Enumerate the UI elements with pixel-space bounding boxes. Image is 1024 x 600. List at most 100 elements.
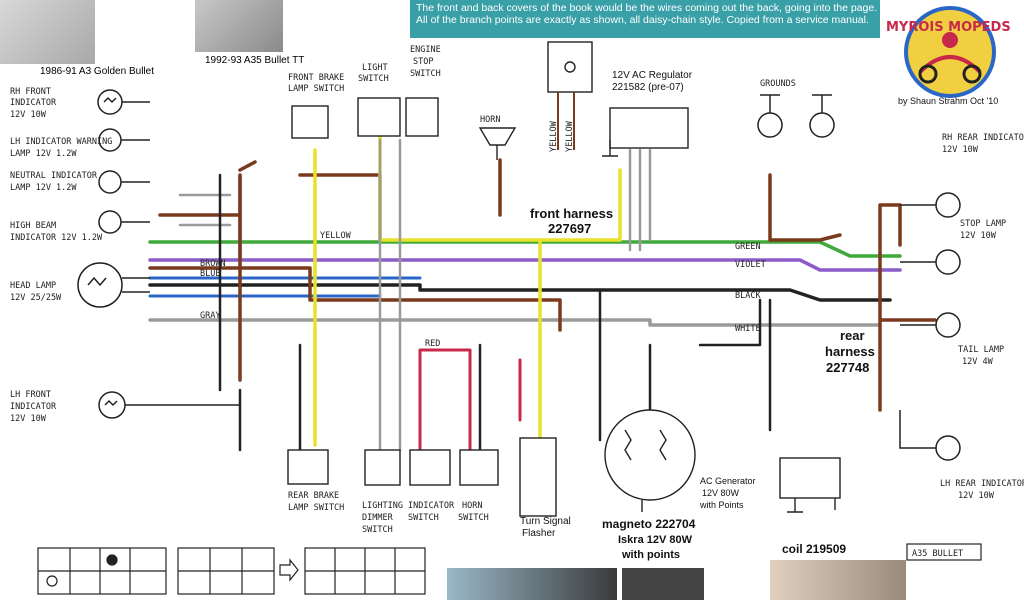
neutral-lamp (98, 170, 150, 194)
tag-green: GREEN (735, 242, 761, 252)
wire-reg (628, 148, 652, 252)
lh-front-indicator-lamp (98, 391, 240, 419)
photo-golden-bullet (0, 0, 95, 64)
neutral-label-2: LAMP 12V 1.2W (10, 183, 77, 193)
wire-black-bus (148, 283, 892, 302)
ac-gen-label-3: with Points (699, 500, 744, 510)
lh-front-label-2: INDICATOR (10, 402, 57, 412)
tag-yellow: YELLOW (320, 231, 352, 241)
warning-lamp (98, 128, 150, 152)
rear-brake-label-2: LAMP SWITCH (288, 503, 344, 513)
wire-violet (148, 174, 902, 272)
front-brake-label-2: LAMP SWITCH (288, 84, 344, 94)
lh-rear-indicator-lamp (899, 410, 961, 461)
regulator-box (609, 107, 689, 149)
wire-yellow (313, 128, 622, 447)
indicator-switch-label-2: SWITCH (408, 513, 439, 523)
tag-black: BLACK (735, 291, 761, 301)
rh-rear-indicator-lamp (900, 192, 961, 218)
tail-lamp-label-1: TAIL LAMP (958, 345, 1004, 355)
lh-rear-label-2: 12V 10W (958, 491, 995, 501)
tag-violet: VIOLET (735, 260, 766, 270)
wire-green (148, 240, 902, 258)
engine-stop-switch-box (405, 97, 439, 137)
neutral-label-1: NEUTRAL INDICATOR (10, 171, 98, 181)
head-lamp-label-1: HEAD LAMP (10, 281, 56, 291)
stop-lamp (900, 249, 961, 275)
mopeds-logo: MYROIS MOPEDS by Shaun Strahm Oct '10 (880, 2, 1020, 110)
photo-bullet-tt (195, 0, 283, 52)
coil-box (779, 457, 841, 499)
wire-gray-feeders (178, 138, 402, 452)
rh-rear-label-1: RH REAR INDICATOR (942, 133, 1024, 143)
magneto-label-1: magneto 222704 (602, 517, 696, 531)
flasher-label-1: Turn Signal (520, 516, 571, 527)
tag-blue: BLUE (200, 269, 220, 279)
high-beam-label-2: INDICATOR 12V 1.2W (10, 233, 103, 243)
logo-author: by Shaun Strahm Oct '10 (898, 96, 999, 106)
engine-stop-label-1: ENGINE (410, 45, 441, 55)
horn-switch-label-2: SWITCH (458, 513, 489, 523)
rear-harness-label-3: 227748 (826, 360, 869, 375)
components (287, 41, 841, 517)
wire-brown-1 (148, 160, 562, 382)
ac-gen-label-1: AC Generator (700, 476, 756, 486)
lighting-dimmer-switch-box (364, 449, 401, 486)
reg-wire-label-1: YELLOW (549, 120, 559, 152)
light-switch-box (357, 97, 401, 137)
magneto-label-2: Iskra 12V 80W (618, 534, 693, 546)
lh-front-label-3: 12V 10W (10, 414, 47, 424)
regulator-label-1: 12V AC Regulator (612, 70, 693, 81)
flasher-box (519, 437, 557, 517)
ground-lamp-2 (809, 94, 835, 138)
wire-blue (148, 276, 422, 298)
light-switch-label-2: SWITCH (358, 74, 389, 84)
warning-label-1: LH INDICATOR WARNING (10, 137, 112, 147)
tag-white: WHITE (735, 324, 761, 334)
dimmer-label-3: SWITCH (362, 525, 393, 535)
labels: RH FRONT INDICATOR 12V 10W LH INDICATOR … (10, 45, 1024, 561)
horn-switch-label-1: HORN (462, 501, 482, 511)
wires (148, 128, 937, 462)
rear-brake-label-1: REAR BRAKE (288, 491, 339, 501)
stop-lamp-label-2: 12V 10W (960, 231, 997, 241)
reg-wire-label-2: YELLOW (565, 120, 575, 152)
horn-label: HORN (480, 115, 500, 125)
ground-lamp-1 (757, 94, 783, 138)
rh-front-label-3: 12V 10W (10, 110, 47, 120)
rh-rear-label-2: 12V 10W (942, 145, 979, 155)
switch-legend (37, 543, 982, 595)
head-lamp-label-2: 12V 25/25W (10, 293, 62, 303)
rear-harness-label-1: rear (840, 328, 865, 343)
banner-line-2: All of the branch points are exactly as … (416, 14, 869, 26)
tag-red: RED (425, 339, 440, 349)
wire-black-feeders (218, 173, 772, 462)
tail-lamp (900, 312, 961, 338)
front-brake-switch-box (291, 105, 329, 139)
photo-bottom-mid (622, 568, 704, 600)
front-harness-label-1: front harness (530, 206, 613, 221)
grounds-label: GROUNDS (760, 79, 796, 89)
photo-caption-1: 1986-91 A3 Golden Bullet (40, 66, 154, 77)
high-beam-label-1: HIGH BEAM (10, 221, 56, 231)
banner: The front and back covers of the book wo… (410, 0, 880, 38)
wire-brown-2 (158, 158, 502, 242)
photo-caption-2: 1992-93 A35 Bullet TT (205, 55, 305, 66)
logo-text: MYROIS MOPEDS (886, 20, 1011, 35)
warning-label-2: LAMP 12V 1.2W (10, 149, 77, 159)
rh-front-label-2: INDICATOR (10, 98, 57, 108)
dimmer-label-1: LIGHTING (362, 501, 403, 511)
rear-harness-label-2: harness (825, 344, 875, 359)
stop-lamp-label-1: STOP LAMP (960, 219, 1006, 229)
dimmer-label-2: DIMMER (362, 513, 394, 523)
front-brake-label-1: FRONT BRAKE (288, 73, 344, 83)
magneto-circle (604, 409, 696, 501)
engine-stop-label-2: STOP (413, 57, 433, 67)
indicator-switch-box (409, 449, 451, 486)
regulator-label-2: 221582 (pre-07) (612, 82, 684, 93)
front-harness-label-2: 227697 (548, 221, 591, 236)
flasher-label-2: Flasher (522, 528, 556, 539)
lh-rear-label-1: LH REAR INDICATOR (940, 479, 1024, 489)
photo-bottom-left (447, 568, 617, 600)
horn-shape (478, 127, 517, 160)
